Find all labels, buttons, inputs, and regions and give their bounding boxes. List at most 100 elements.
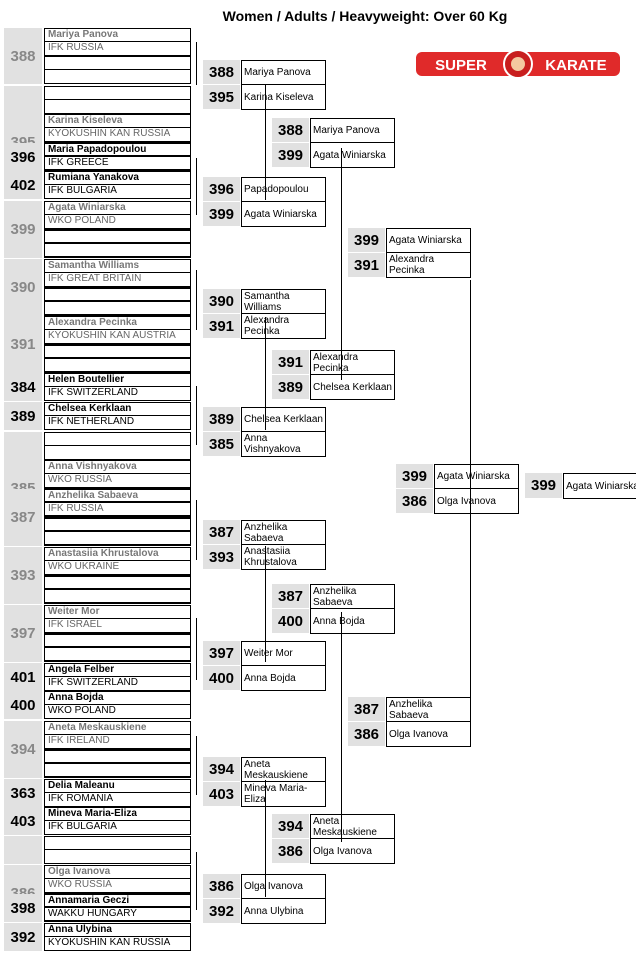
match-name-text: Olga Ivanova bbox=[437, 495, 496, 507]
entry-empty-line bbox=[44, 56, 191, 70]
match-number: 395 bbox=[203, 85, 240, 109]
match-name-text: Papadopoulou bbox=[244, 184, 309, 195]
match-name: Agata Winiarska bbox=[241, 202, 326, 227]
entry-club: KYOKUSHIN KAN AUSTRIA bbox=[44, 330, 191, 344]
entry-name: Aneta Meskauskiene bbox=[44, 721, 191, 735]
entry-name: Anna Vishnyakova bbox=[44, 460, 191, 474]
entry-empty-line bbox=[44, 589, 191, 603]
entry-club: WKO POLAND bbox=[44, 705, 191, 719]
match-name: Mineva Maria-Eliza bbox=[241, 782, 326, 807]
match-name-text: Aneta Meskauskiene bbox=[313, 815, 377, 838]
match-name: Anna Vishnyakova bbox=[241, 432, 326, 457]
match-number: 399 bbox=[203, 202, 240, 226]
match-number: 399 bbox=[272, 143, 309, 167]
entry-name: Samantha Williams bbox=[44, 259, 191, 273]
entry-number: 390 bbox=[4, 259, 42, 315]
match-number: 400 bbox=[203, 666, 240, 690]
entry-club: IFK ISRAEL bbox=[44, 619, 191, 633]
match-number: 386 bbox=[396, 489, 433, 513]
match-name-text: Alexandra Pecinka bbox=[244, 315, 290, 337]
entry-club: IFK GREAT BRITAIN bbox=[44, 273, 191, 287]
match-name-text: Alexandra Pecinka bbox=[313, 351, 359, 374]
page-title: Women / Adults / Heavyweight: Over 60 Kg bbox=[222, 8, 508, 24]
match-number: 394 bbox=[272, 814, 309, 838]
entry-name: Mineva Maria-Eliza bbox=[44, 807, 191, 821]
entry-name: Helen Boutellier bbox=[44, 373, 191, 387]
match-number: 396 bbox=[203, 177, 240, 201]
logo-left-text: SUPER bbox=[435, 57, 487, 74]
match-name: Olga Ivanova bbox=[310, 839, 395, 864]
match-number: 391 bbox=[203, 314, 240, 338]
match-slot: 395 Karina Kiseleva bbox=[203, 85, 327, 110]
entry-name: Mariya Panova bbox=[44, 28, 191, 42]
match-name: Alexandra Pecinka bbox=[241, 314, 326, 339]
match-number: 386 bbox=[272, 839, 309, 863]
entry-number: 394 bbox=[4, 721, 42, 777]
match-name-text: Mariya Panova bbox=[313, 125, 380, 136]
entry-name: Anna Ulybina bbox=[44, 923, 191, 937]
match-name-text: Agata Winiarska bbox=[437, 471, 510, 482]
match-number: 385 bbox=[203, 432, 240, 456]
match-number: 386 bbox=[348, 722, 385, 746]
match-number: 387 bbox=[348, 697, 385, 721]
match-name: Agata Winiarska bbox=[310, 143, 395, 168]
match-number: 387 bbox=[272, 584, 309, 608]
entry-empty-line bbox=[44, 633, 191, 647]
match-name: Anzhelika Sabaeva bbox=[386, 697, 471, 722]
entry-club: IFK ROMANIA bbox=[44, 793, 191, 807]
match-number: 400 bbox=[272, 609, 309, 633]
entry-club: KYOKUSHIN KAN RUSSIA bbox=[44, 128, 191, 142]
match-name-text: Olga Ivanova bbox=[313, 845, 372, 857]
entry-empty-line bbox=[44, 763, 191, 777]
entry-club: IFK IRELAND bbox=[44, 735, 191, 749]
entry-club: WAKKU HUNGARY bbox=[44, 908, 191, 922]
match-name-text: Weiter Mor bbox=[244, 648, 293, 659]
match-name-text: Anzhelika Sabaeva bbox=[389, 698, 433, 721]
logo-right-text: KARATE bbox=[545, 57, 606, 74]
match-name-text: Anzhelika Sabaeva bbox=[313, 585, 357, 608]
bye-line bbox=[44, 100, 191, 114]
entry-number: 389 bbox=[4, 402, 42, 430]
connector-line bbox=[196, 500, 197, 560]
match-name-text: Karina Kiseleva bbox=[244, 91, 314, 103]
match-name: Anna Bojda bbox=[241, 666, 326, 691]
match-name-text: Olga Ivanova bbox=[244, 881, 303, 892]
connector-line bbox=[196, 270, 197, 330]
bye-line bbox=[44, 432, 191, 446]
match-name: Chelsea Kerklaan bbox=[310, 375, 395, 400]
match-name: Anzhelika Sabaeva bbox=[241, 520, 326, 545]
entry-number: 384 bbox=[4, 373, 42, 401]
entry-number: 391 bbox=[4, 316, 42, 372]
match-name: Karina Kiseleva bbox=[241, 85, 326, 110]
entry-number: 399 bbox=[4, 201, 42, 257]
match-name-text: Anzhelika Sabaeva bbox=[244, 521, 288, 544]
entry-number: 403 bbox=[4, 807, 42, 835]
match-name: Olga Ivanova bbox=[386, 722, 471, 747]
match-name-text: Mariya Panova bbox=[244, 67, 311, 78]
entry-name: Alexandra Pecinka bbox=[44, 316, 191, 330]
entry-name: Anzhelika Sabaeva bbox=[44, 489, 191, 503]
match-name-text: Mineva Maria-Eliza bbox=[244, 783, 308, 805]
entry-empty-line bbox=[44, 344, 191, 358]
match-number: 387 bbox=[203, 520, 240, 544]
match-name-text: Agata Winiarska bbox=[244, 208, 317, 220]
connector-line bbox=[196, 158, 197, 215]
